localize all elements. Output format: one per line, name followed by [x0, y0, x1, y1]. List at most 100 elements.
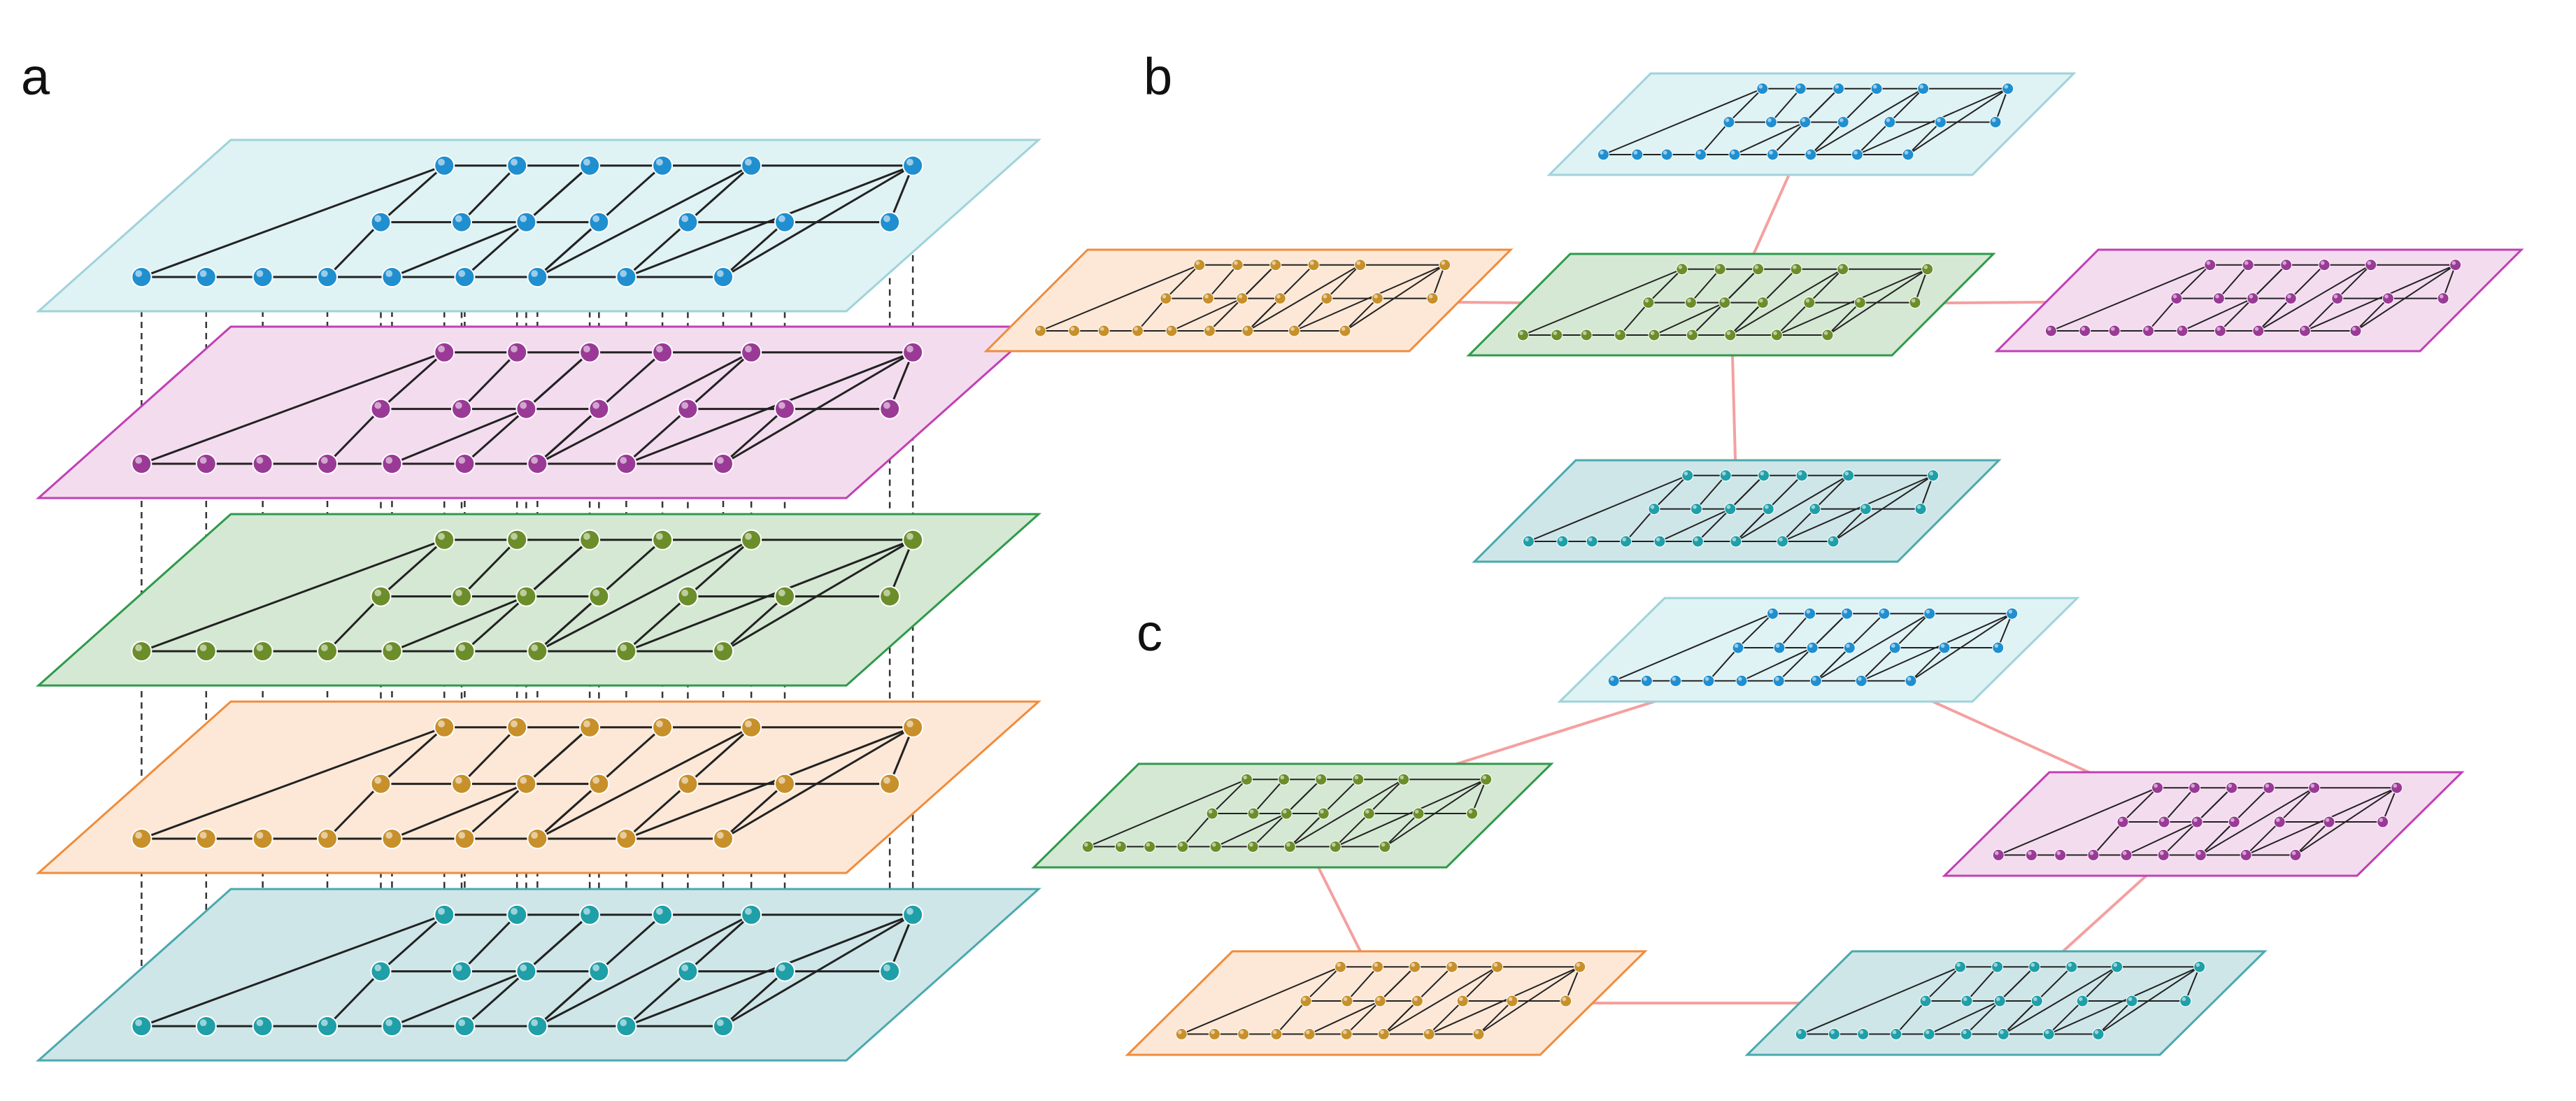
- node-highlight: [778, 964, 785, 972]
- network-node: [1379, 840, 1391, 853]
- node-highlight: [455, 402, 462, 409]
- network-edge: [380, 539, 446, 597]
- network-edge: [1379, 966, 1416, 1002]
- network-node: [2151, 781, 2163, 794]
- network-edge: [391, 408, 527, 465]
- node-highlight: [1798, 1030, 1802, 1035]
- layer-pink: [1942, 771, 2465, 877]
- network-node: [2263, 781, 2275, 794]
- node-highlight: [620, 832, 627, 839]
- network-node: [506, 155, 528, 176]
- node-highlight: [1697, 150, 1701, 155]
- network-node: [195, 828, 217, 849]
- node-highlight: [1843, 609, 1848, 614]
- network-edge: [1741, 647, 1813, 682]
- network-node: [1480, 773, 1493, 786]
- network-nodes: [1175, 960, 1586, 1040]
- network-edge: [2295, 821, 2330, 856]
- node-highlight: [1374, 294, 1378, 299]
- network-node: [1456, 995, 1469, 1007]
- network-node: [677, 960, 699, 982]
- network-edge: [1276, 1000, 1307, 1035]
- node-highlight: [1737, 676, 1742, 681]
- network-edge: [141, 726, 445, 840]
- node-highlight: [2206, 261, 2211, 265]
- node-highlight: [1323, 294, 1328, 299]
- node-highlight: [2004, 85, 2009, 89]
- network-edge: [460, 726, 518, 785]
- node-highlight: [1993, 963, 1998, 967]
- network-node: [1081, 840, 1094, 853]
- node-highlight: [1272, 1030, 1277, 1035]
- node-highlight: [1688, 331, 1693, 336]
- network-edge: [2002, 966, 2118, 1035]
- network-node: [1491, 960, 1504, 973]
- network-node: [1718, 297, 1731, 309]
- network-node: [677, 398, 699, 420]
- network-node: [1423, 1028, 1435, 1040]
- network-node: [1586, 535, 1598, 548]
- network-node: [1809, 674, 1822, 687]
- node-highlight: [531, 832, 539, 839]
- network-node: [2126, 995, 2138, 1007]
- network-node: [1859, 503, 1872, 516]
- network-edge: [1137, 297, 1167, 332]
- network-node: [1446, 960, 1458, 973]
- node-highlight: [2367, 261, 2372, 265]
- network-node: [1176, 840, 1189, 853]
- node-highlight: [2197, 851, 2201, 855]
- network-edge: [536, 221, 600, 278]
- node-highlight: [1428, 294, 1433, 299]
- network-node: [1752, 263, 1765, 276]
- network-node: [2228, 816, 2240, 828]
- layer-plane: [1125, 950, 1648, 1056]
- layer-orange: [36, 700, 1041, 874]
- node-highlight: [1769, 150, 1773, 155]
- node-highlight: [1650, 505, 1655, 509]
- node-highlight: [1678, 265, 1683, 269]
- network-node: [131, 828, 152, 849]
- network-edge: [1603, 87, 1763, 155]
- network-edge: [2051, 264, 2211, 332]
- node-highlight: [681, 776, 689, 784]
- network-node: [506, 341, 528, 363]
- node-highlight: [1923, 265, 1928, 269]
- node-highlight: [2310, 783, 2315, 788]
- node-highlight: [374, 776, 382, 784]
- node-highlight: [1249, 842, 1253, 847]
- network-nodes: [1992, 781, 2403, 861]
- network-node: [2042, 1028, 2055, 1040]
- network-node: [454, 1016, 476, 1037]
- network-node: [1804, 607, 1816, 620]
- node-highlight: [716, 270, 724, 277]
- network-edge: [1770, 88, 1801, 123]
- network-node: [2170, 292, 2183, 305]
- node-highlight: [2119, 818, 2123, 823]
- node-highlight: [520, 215, 527, 222]
- network-node: [1821, 329, 1834, 341]
- network-edge: [1695, 475, 1726, 510]
- node-highlight: [1084, 842, 1088, 847]
- network-nodes: [1081, 773, 1493, 853]
- network-node: [1409, 960, 1421, 973]
- network-node: [1758, 469, 1770, 482]
- network-node: [1114, 840, 1127, 853]
- network-node: [2391, 781, 2403, 794]
- node-highlight: [520, 402, 527, 409]
- network-node: [879, 211, 901, 233]
- node-highlight: [1846, 644, 1850, 648]
- network-edge: [525, 351, 591, 410]
- network-node: [434, 904, 455, 925]
- network-node: [1288, 325, 1300, 337]
- network-node: [1676, 263, 1688, 276]
- network-node: [1794, 83, 1807, 95]
- node-highlight: [2081, 327, 2086, 332]
- network-node: [1202, 292, 1214, 305]
- network-node: [1767, 607, 1779, 620]
- network-node: [2242, 259, 2254, 271]
- network-edge: [2182, 297, 2254, 332]
- node-highlight: [2110, 327, 2115, 332]
- node-highlight: [511, 532, 518, 540]
- network-node: [1247, 807, 1260, 820]
- network-nodes: [1034, 259, 1451, 337]
